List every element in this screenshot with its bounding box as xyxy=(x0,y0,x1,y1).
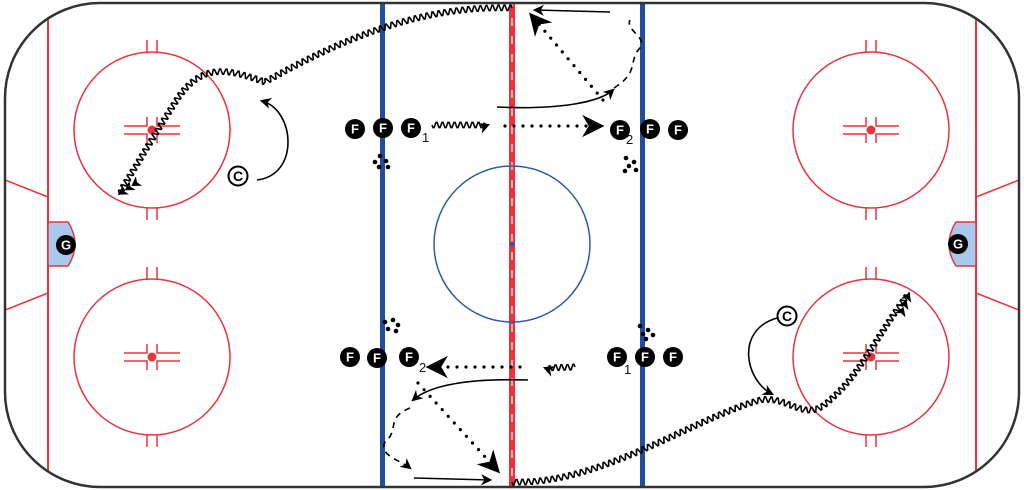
puck xyxy=(640,331,646,337)
puck xyxy=(637,323,643,329)
svg-text:F: F xyxy=(351,122,359,137)
forward-subscript: 1 xyxy=(624,362,631,377)
forward: F xyxy=(373,118,393,138)
svg-text:F: F xyxy=(405,350,413,365)
puck xyxy=(633,167,639,173)
svg-text:F: F xyxy=(379,121,387,136)
forward-2: F xyxy=(399,347,419,367)
svg-text:F: F xyxy=(646,122,654,137)
puck xyxy=(385,164,391,170)
faceoff-circle xyxy=(73,267,231,447)
forward: F xyxy=(345,119,365,139)
svg-text:F: F xyxy=(613,350,621,365)
skate-path xyxy=(411,378,529,402)
svg-text:F: F xyxy=(674,123,682,138)
skate-with-puck-path xyxy=(117,4,513,196)
puck xyxy=(645,327,651,333)
puck xyxy=(626,163,632,169)
coach-bottom-right: C xyxy=(776,305,798,327)
puck xyxy=(385,326,391,332)
forward-subscript: 2 xyxy=(419,360,426,375)
skate-with-puck-path xyxy=(431,121,491,134)
svg-text:F: F xyxy=(616,123,624,138)
blue-line-right xyxy=(640,3,645,487)
puck xyxy=(643,336,649,342)
coach-pass-arrow xyxy=(747,317,778,396)
rink-boards xyxy=(3,1,1021,489)
puck xyxy=(390,317,396,323)
puck xyxy=(631,159,637,165)
svg-text:F: F xyxy=(346,350,354,365)
svg-text:F: F xyxy=(669,350,677,365)
skate-path xyxy=(413,474,493,486)
puck xyxy=(372,159,378,165)
puck xyxy=(393,328,399,334)
svg-text:G: G xyxy=(953,237,963,252)
skate-with-puck-path xyxy=(511,292,912,486)
forward-1: F xyxy=(401,118,421,138)
skate-path xyxy=(613,19,643,89)
forward: F xyxy=(640,119,660,139)
svg-text:G: G xyxy=(61,238,71,253)
forward: F xyxy=(340,347,360,367)
svg-text:F: F xyxy=(373,351,381,366)
coach-pass-arrow xyxy=(256,97,289,181)
pucks xyxy=(372,153,656,342)
pass-path xyxy=(416,381,501,474)
svg-text:C: C xyxy=(233,168,243,184)
svg-text:C: C xyxy=(782,308,792,324)
svg-text:F: F xyxy=(641,350,649,365)
faceoff-circle xyxy=(792,40,950,220)
skate-path xyxy=(496,88,615,109)
goalie-left: G xyxy=(56,235,76,255)
puck xyxy=(382,319,388,325)
forward-subscript: 1 xyxy=(422,130,429,145)
pass-path xyxy=(529,12,605,102)
forward-2: F xyxy=(610,120,630,140)
forward: F xyxy=(367,348,387,368)
puck xyxy=(376,164,382,170)
skate-path xyxy=(532,4,611,16)
puck xyxy=(622,168,628,174)
forward: F xyxy=(635,347,655,367)
skate-path xyxy=(382,407,412,470)
blue-line-left xyxy=(380,3,385,487)
puck xyxy=(377,153,383,159)
skate-with-puck-path xyxy=(542,363,576,377)
forward-subscript: 2 xyxy=(626,132,633,147)
puck xyxy=(395,322,401,328)
puck xyxy=(383,158,389,164)
center-circle xyxy=(433,165,591,323)
forward-1: F xyxy=(607,347,627,367)
puck xyxy=(650,332,656,338)
faceoff-circle xyxy=(792,267,950,447)
drill-paths xyxy=(117,4,912,486)
puck xyxy=(623,155,629,161)
forward: F xyxy=(663,347,683,367)
goalie-right: G xyxy=(948,234,968,254)
faceoff-circle xyxy=(73,40,231,220)
coach-top-left: C xyxy=(227,165,249,187)
forward: F xyxy=(668,120,688,140)
svg-text:F: F xyxy=(407,121,415,136)
